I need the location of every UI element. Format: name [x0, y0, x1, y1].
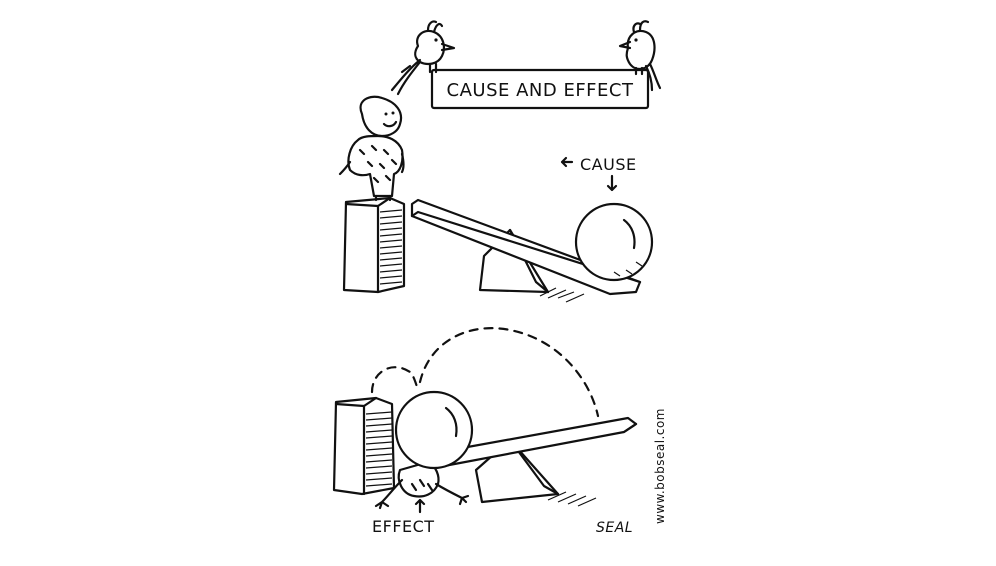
website-credit: www.bobseal.com	[653, 408, 667, 524]
bottom-panel: EFFECT SEAL www.bobseal.com	[332, 327, 667, 536]
artist-signature: SEAL	[596, 520, 633, 536]
stacked-block	[342, 196, 406, 294]
right-bird-icon	[618, 20, 662, 92]
cause-label: CAUSE	[560, 155, 637, 192]
squashed-man-icon	[374, 460, 470, 510]
effect-text: EFFECT	[372, 517, 435, 536]
title-banner: CAUSE AND EFFECT	[430, 68, 650, 110]
ball-bottom-icon	[394, 390, 474, 470]
effect-label: EFFECT	[372, 498, 435, 536]
seesaw-top	[410, 198, 642, 303]
seesaw-bottom	[438, 416, 638, 507]
stacked-block-bottom	[332, 396, 396, 496]
cause-text: CAUSE	[580, 155, 637, 174]
ball-top-icon	[574, 202, 654, 282]
ball-trajectory	[370, 327, 600, 418]
title-text: CAUSE AND EFFECT	[447, 80, 634, 101]
man-figure-icon	[338, 95, 405, 202]
left-bird-icon	[390, 20, 456, 96]
top-panel: CAUSE	[338, 95, 654, 303]
